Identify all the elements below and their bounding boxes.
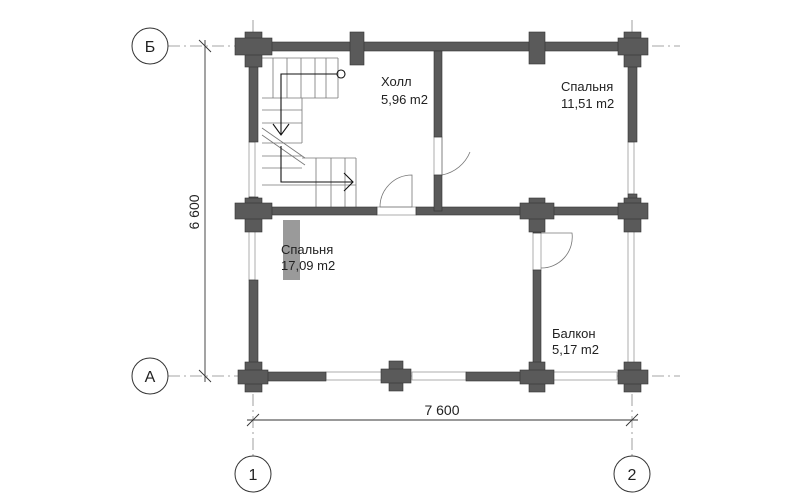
room-label-bedroom-1: Спальня 11,51 m2 [561,79,614,111]
dimension-height: 6 600 [186,39,212,383]
svg-text:Б: Б [145,39,156,56]
svg-text:Балкон: Балкон [552,326,596,341]
room-label-bedroom-2: Спальня 17,09 m2 [281,242,335,273]
svg-text:2: 2 [628,467,637,484]
svg-text:Спальня: Спальня [281,242,333,257]
door-hall-south [379,174,413,208]
stair-direction-arrow [272,69,354,192]
walls [234,31,649,393]
svg-text:11,51 m2: 11,51 m2 [561,96,614,111]
svg-text:А: А [145,369,156,386]
door-hall-bedroom [441,137,471,176]
svg-text:Спальня: Спальня [561,79,613,94]
axis-marker-b: Б [131,27,169,65]
svg-text:1: 1 [249,467,258,484]
room-label-balcony: Балкон 5,17 m2 [552,326,599,357]
svg-text:6 600: 6 600 [186,194,202,229]
axis-marker-a: А [131,357,169,395]
dimension-width: 7 600 [246,402,639,427]
axis-marker-1: 1 [234,455,272,493]
chimney [283,220,300,280]
svg-text:5,17 m2: 5,17 m2 [552,342,599,357]
svg-text:5,96 m2: 5,96 m2 [381,92,428,107]
svg-text:Холл: Холл [381,74,412,89]
svg-text:7 600: 7 600 [424,402,459,418]
door-balcony [540,232,573,269]
axis-marker-2: 2 [613,455,651,493]
svg-text:17,09 m2: 17,09 m2 [281,258,335,273]
room-label-hall: Холл 5,96 m2 [381,74,428,107]
staircase[interactable] [261,57,357,207]
